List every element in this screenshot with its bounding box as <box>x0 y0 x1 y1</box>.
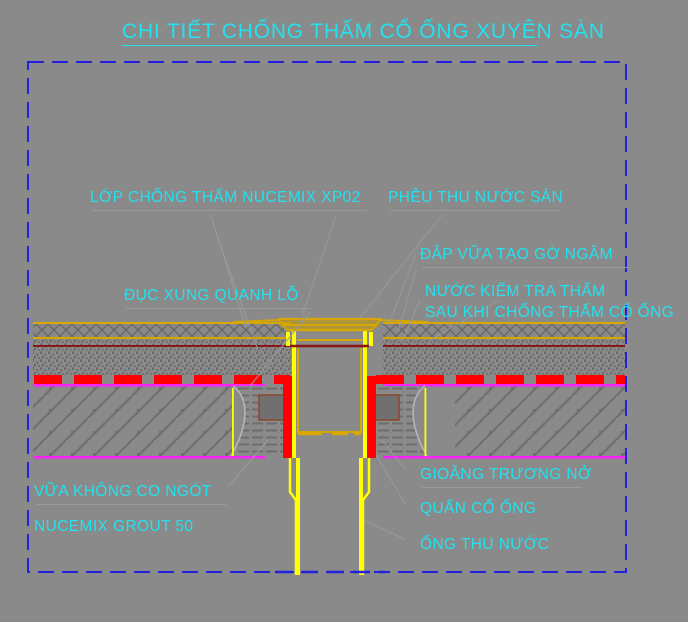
label-swelling-gasket: GIOĂNG TRƯƠNG NỞ <box>420 466 592 483</box>
underline-non-shrink-grout <box>36 504 226 505</box>
floor-layers-left <box>33 322 291 375</box>
membrane-return-left <box>283 376 292 458</box>
label-wrap-pipe-collar: QUẤN CỔ ỐNG <box>420 500 537 517</box>
underline-floor-drain <box>390 210 560 211</box>
floor-layers-right <box>383 322 625 375</box>
non-shrink-grout-pocket-right <box>368 385 428 457</box>
non-shrink-grout-pocket-left <box>230 385 290 457</box>
reinforced-concrete-slab <box>33 384 625 459</box>
waterproof-membrane-red <box>34 375 625 458</box>
underline-mortar-ridge <box>422 267 627 268</box>
drawing-title: CHI TIẾT CHỐNG THẤM CỔ ỐNG XUYÊN SÀN <box>122 20 605 43</box>
label-test-water-line1: NƯỚC KIỂM TRA THẤM <box>425 283 606 300</box>
leader-lines <box>210 214 501 541</box>
label-test-water-line2: SAU KHI CHỐNG THẤM CỔ ỐNG <box>425 304 675 321</box>
underline-waterproof-layer <box>92 210 367 211</box>
label-grout-product: NUCEMIX GROUT 50 <box>34 518 194 535</box>
label-waterproof-layer: LỚP CHỐNG THẤM NUCEMIX XP02 <box>90 189 361 206</box>
underline-swelling-gasket <box>422 487 582 488</box>
drain-pipe <box>288 330 371 575</box>
label-drain-pipe: ỐNG THU NƯỚC <box>420 536 550 553</box>
label-floor-drain: PHỄU THU NƯỚC SÀN <box>388 189 564 206</box>
label-non-shrink-grout: VỮA KHÔNG CO NGÓT <box>34 483 212 500</box>
label-chisel-around-hole: ĐỤC XUNG QUANH LỖ <box>124 287 299 304</box>
underline-chisel-around-hole <box>126 308 311 309</box>
title-underline <box>122 45 537 46</box>
membrane-return-right <box>367 376 376 458</box>
label-mortar-ridge: ĐẮP VỮA TẠO GỜ NGÂM <box>420 246 613 263</box>
